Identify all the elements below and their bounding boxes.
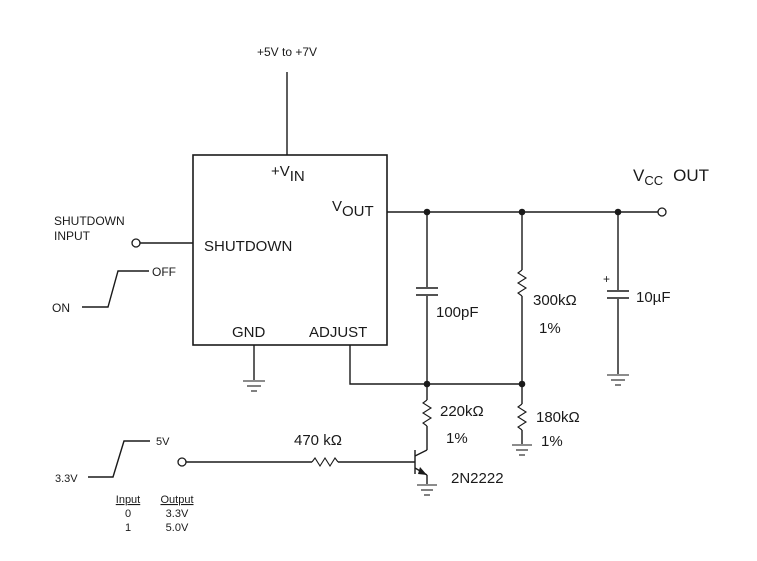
shutdown-pin-label: SHUTDOWN [204, 238, 292, 255]
control-waveform [88, 440, 150, 478]
off-label: OFF [152, 265, 176, 279]
control-high-label: 5V [156, 436, 170, 448]
ground-icon [512, 444, 532, 456]
resistor-icon [516, 269, 528, 297]
r180k-tolerance: 1% [541, 433, 563, 450]
truth-table-header-output: Output [160, 494, 193, 506]
vin-pin-label: +VIN [271, 163, 305, 185]
ground-icon [243, 380, 265, 392]
truth-table-cell: 5.0V [166, 522, 189, 534]
regulator-ic [192, 154, 388, 346]
ground-icon [417, 484, 437, 496]
r470k-label: 470 kΩ [294, 432, 342, 449]
truth-table-cell: 3.3V [166, 508, 189, 520]
control-low-label: 3.3V [55, 473, 78, 485]
r300k-label: 300kΩ [533, 292, 577, 309]
supply-label: +5V to +7V [257, 45, 317, 59]
shutdown-input-terminal [131, 238, 141, 248]
shutdown-input-label-line1: SHUTDOWN [54, 214, 125, 228]
resistor-icon [421, 399, 433, 427]
on-label: ON [52, 301, 70, 315]
resistor-icon [311, 456, 339, 468]
ground-icon [607, 374, 629, 386]
cap-polarity-label: + [603, 272, 610, 286]
r220k-tolerance: 1% [446, 430, 468, 447]
truth-table-cell: 1 [125, 522, 131, 534]
truth-table: Input Output 0 3.3V 1 5.0V [116, 494, 194, 534]
truth-table-cell: 0 [125, 508, 131, 520]
gnd-pin-label: GND [232, 324, 266, 341]
adjust-wire [349, 345, 522, 385]
cap-10uf-label: 10µF [636, 289, 671, 306]
transistor-label: 2N2222 [451, 470, 504, 487]
adjust-pin-label: ADJUST [309, 324, 367, 341]
resistor-icon [516, 403, 528, 431]
on-off-waveform [82, 270, 149, 308]
truth-table-header-input: Input [116, 494, 140, 506]
shutdown-input-label-line2: INPUT [54, 229, 91, 243]
control-input-terminal [177, 457, 187, 467]
r300k-tolerance: 1% [539, 320, 561, 337]
vout-pin-label: VOUT [332, 198, 374, 220]
r220k-label: 220kΩ [440, 403, 484, 420]
r180k-label: 180kΩ [536, 409, 580, 426]
cap-100pf-label: 100pF [436, 304, 479, 321]
vcc-out-terminal [657, 207, 667, 217]
npn-transistor-icon [414, 449, 428, 476]
